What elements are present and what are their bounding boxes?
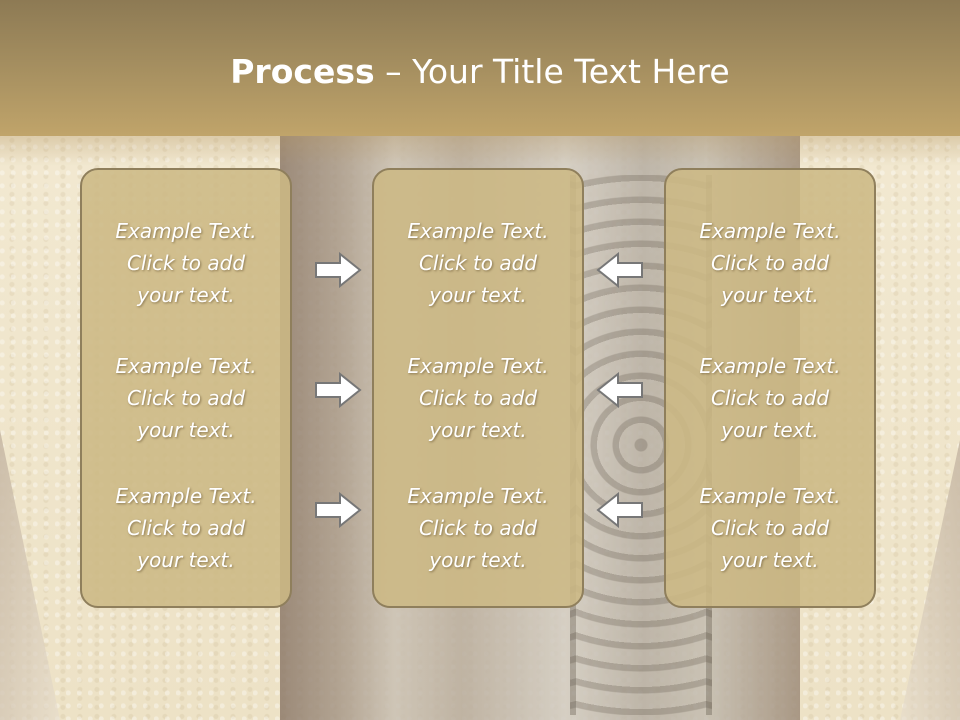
- slide-title[interactable]: Process – Your Title Text Here: [0, 52, 960, 91]
- text-line: Click to add: [126, 516, 246, 540]
- text-placeholder[interactable]: Example Text. Click to add your text.: [383, 480, 573, 576]
- text-placeholder[interactable]: Example Text. Click to add your text.: [383, 215, 573, 311]
- title-rest: – Your Title Text Here: [374, 52, 730, 91]
- text-line: your text.: [429, 418, 527, 442]
- text-placeholder[interactable]: Example Text. Click to add your text.: [91, 480, 281, 576]
- text-line: Click to add: [126, 251, 246, 275]
- title-bold: Process: [230, 52, 375, 91]
- text-line: Click to add: [126, 386, 246, 410]
- text-line: your text.: [137, 418, 235, 442]
- text-line: your text.: [137, 548, 235, 572]
- text-placeholder[interactable]: Example Text. Click to add your text.: [675, 350, 865, 446]
- text-line: Click to add: [710, 516, 830, 540]
- process-box-right[interactable]: Example Text. Click to add your text. Ex…: [664, 168, 876, 608]
- text-line: Example Text.: [115, 219, 257, 243]
- text-line: Click to add: [418, 251, 538, 275]
- text-line: Example Text.: [115, 354, 257, 378]
- text-line: Example Text.: [407, 219, 549, 243]
- arrow-right-icon[interactable]: [314, 372, 362, 408]
- arrow-left-icon[interactable]: [596, 252, 644, 288]
- arrow-left-icon[interactable]: [596, 372, 644, 408]
- text-line: Click to add: [710, 251, 830, 275]
- text-line: Example Text.: [699, 219, 841, 243]
- text-line: Click to add: [418, 386, 538, 410]
- text-placeholder[interactable]: Example Text. Click to add your text.: [675, 215, 865, 311]
- text-line: Example Text.: [407, 354, 549, 378]
- curtain-right: [900, 440, 960, 720]
- arrow-left-icon[interactable]: [596, 492, 644, 528]
- arrow-right-icon[interactable]: [314, 492, 362, 528]
- text-line: Example Text.: [115, 484, 257, 508]
- title-bar: Process – Your Title Text Here: [0, 0, 960, 136]
- header-strip: [0, 136, 960, 166]
- text-line: your text.: [721, 548, 819, 572]
- text-line: Example Text.: [407, 484, 549, 508]
- text-line: Example Text.: [699, 354, 841, 378]
- text-line: your text.: [429, 283, 527, 307]
- text-line: Click to add: [710, 386, 830, 410]
- text-placeholder[interactable]: Example Text. Click to add your text.: [91, 350, 281, 446]
- text-placeholder[interactable]: Example Text. Click to add your text.: [91, 215, 281, 311]
- text-line: Click to add: [418, 516, 538, 540]
- text-line: your text.: [721, 283, 819, 307]
- process-box-left[interactable]: Example Text. Click to add your text. Ex…: [80, 168, 292, 608]
- process-box-center[interactable]: Example Text. Click to add your text. Ex…: [372, 168, 584, 608]
- text-line: your text.: [429, 548, 527, 572]
- text-line: your text.: [137, 283, 235, 307]
- text-placeholder[interactable]: Example Text. Click to add your text.: [383, 350, 573, 446]
- text-placeholder[interactable]: Example Text. Click to add your text.: [675, 480, 865, 576]
- text-line: your text.: [721, 418, 819, 442]
- text-line: Example Text.: [699, 484, 841, 508]
- curtain-left: [0, 430, 60, 720]
- arrow-right-icon[interactable]: [314, 252, 362, 288]
